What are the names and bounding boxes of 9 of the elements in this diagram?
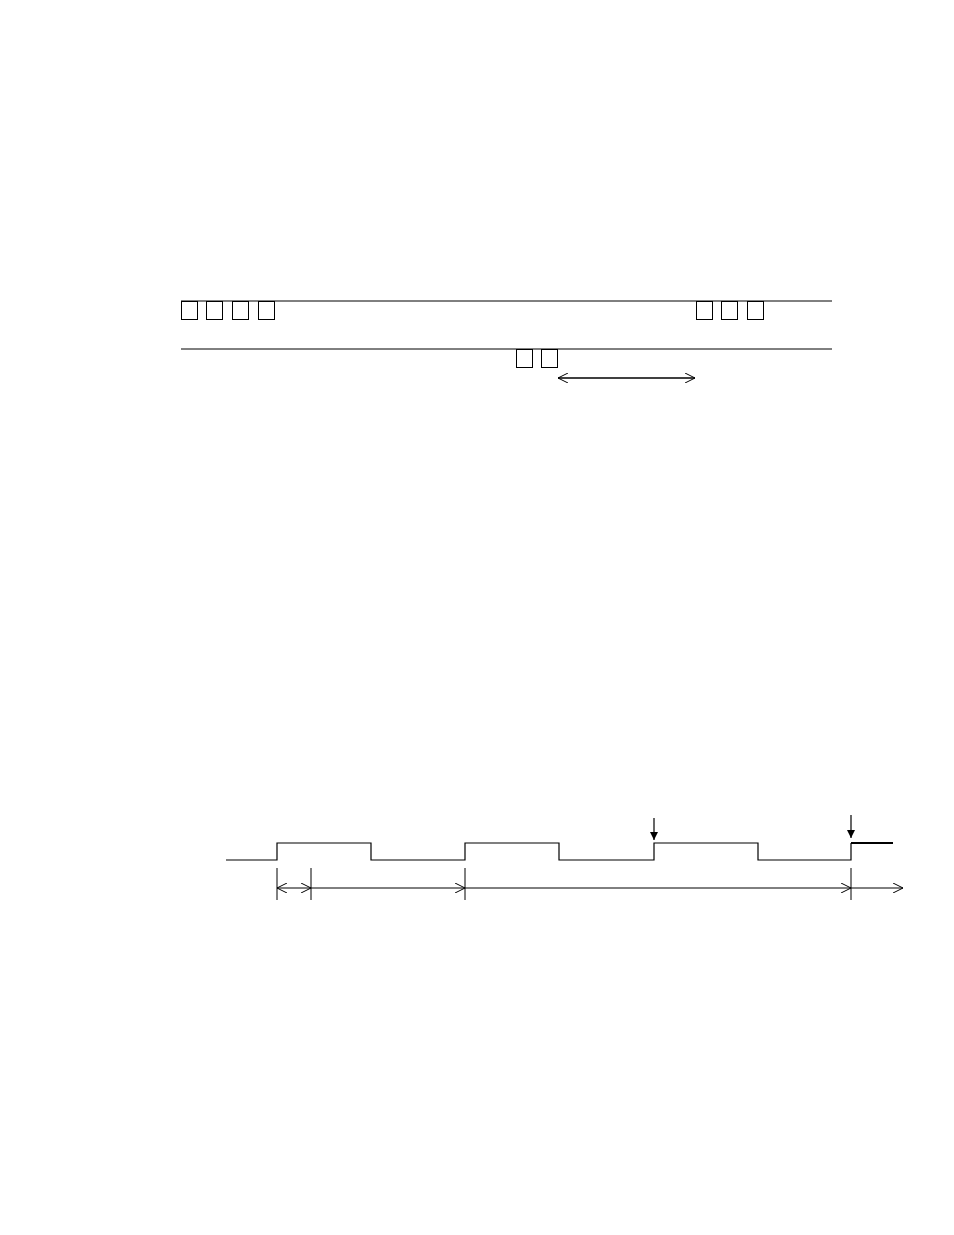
- empty-box: [181, 301, 198, 320]
- empty-box: [232, 301, 249, 320]
- empty-box: [206, 301, 223, 320]
- empty-box: [541, 349, 558, 368]
- empty-box: [721, 301, 738, 320]
- empty-box: [696, 301, 713, 320]
- empty-box: [747, 301, 764, 320]
- empty-box: [258, 301, 275, 320]
- empty-box: [516, 349, 533, 368]
